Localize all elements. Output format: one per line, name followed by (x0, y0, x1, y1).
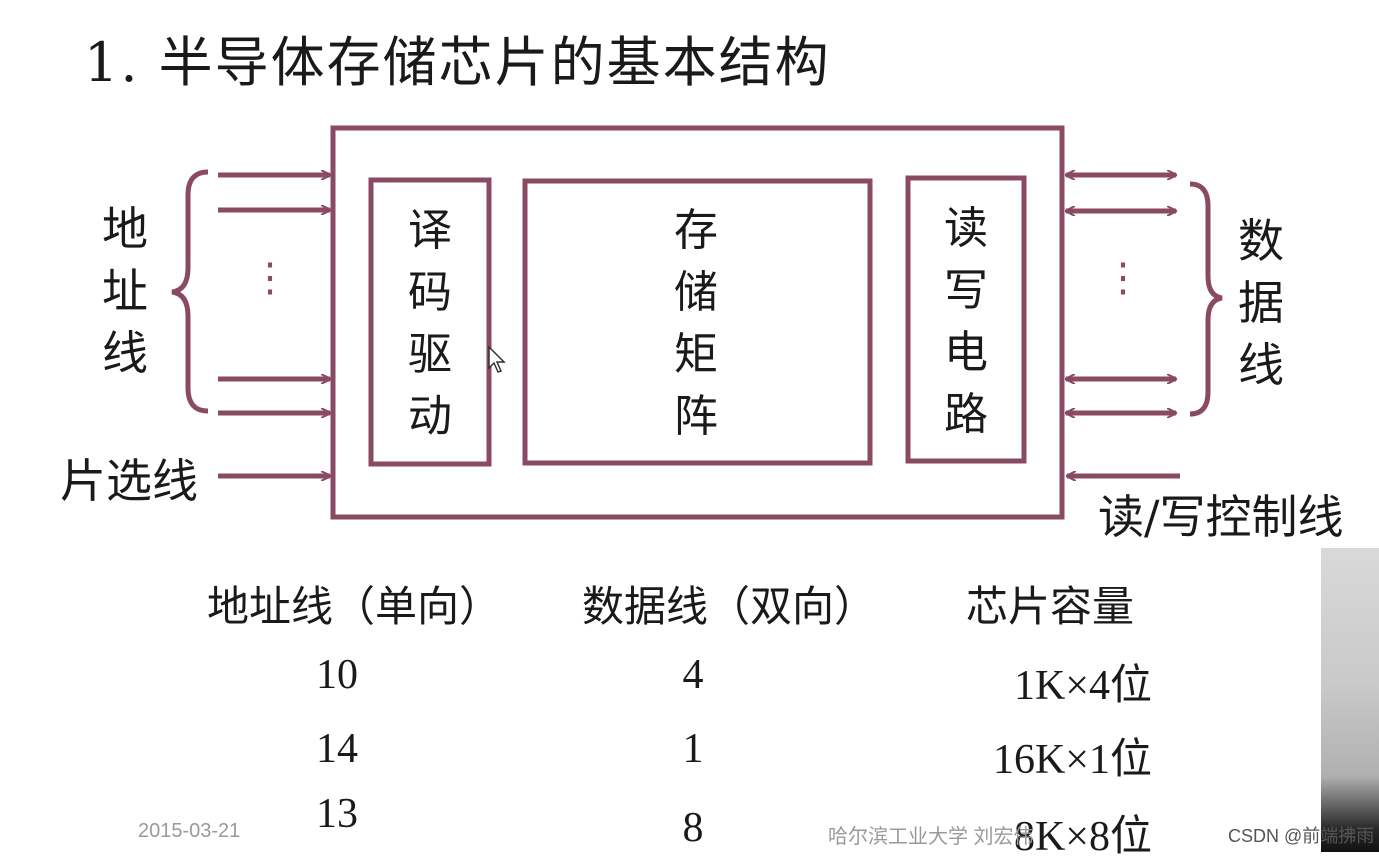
table-cell-capacity: 1K×4位 (1013, 663, 1152, 709)
table-cell-address: 14 (316, 726, 358, 772)
mouse-cursor-icon (488, 346, 506, 373)
table-cell-address: 13 (316, 791, 358, 837)
table-header-address: 地址线（单向） (207, 582, 502, 631)
table-cell-capacity: 16K×1位 (992, 737, 1152, 783)
data-brace (1189, 181, 1223, 417)
rw-circuit-box (905, 175, 1027, 464)
address-ellipsis: ⋮ (250, 255, 290, 301)
chip-outline (330, 125, 1065, 520)
chip-select-label: 片选线 (60, 454, 198, 508)
matrix-box (522, 178, 873, 466)
rw-circuit-label: 读写电路 (944, 203, 988, 440)
decoder-box (368, 177, 492, 467)
table-cell-address: 10 (316, 652, 358, 698)
matrix-label: 存储矩阵 (674, 205, 718, 442)
table-cell-data: 8 (682, 805, 704, 851)
csdn-watermark: CSDN @前端拂雨 (1228, 826, 1375, 846)
address-lines-label: 地址线 (102, 202, 148, 380)
data-lines-label: 数据线 (1238, 214, 1284, 392)
rw-control-label: 读/写控制线 (1098, 490, 1344, 544)
table-cell-data: 4 (682, 652, 704, 698)
table-header-data: 数据线（双向） (582, 582, 877, 631)
table-header-capacity: 芯片容量 (966, 582, 1135, 631)
data-ellipsis: ⋮ (1103, 255, 1143, 301)
decoder-label: 译码驱动 (408, 205, 452, 442)
table-cell-data: 1 (682, 726, 704, 772)
footer-institution: 哈尔滨工业大学 刘宏伟 (828, 826, 1034, 848)
address-brace (171, 169, 209, 414)
footer-date: 2015-03-21 (138, 820, 241, 842)
slide-title: 1. 半导体存储芯片的基本结构 (84, 31, 831, 94)
video-overlay-strip (1321, 548, 1379, 852)
